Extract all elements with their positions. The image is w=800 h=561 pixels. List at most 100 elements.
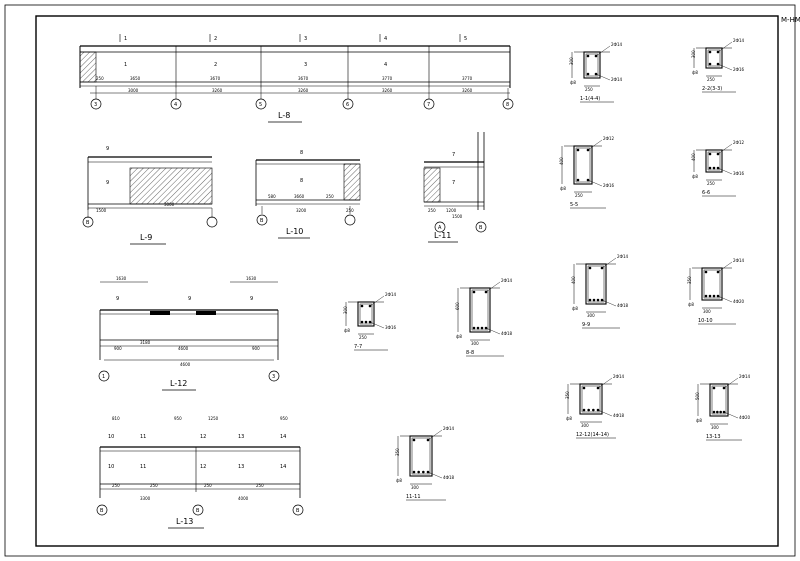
section-width: 300	[711, 425, 719, 430]
section-height: 350	[687, 276, 692, 284]
top-bar	[582, 386, 586, 390]
sections-layer: 3002502Ф142Ф14ф81-1(4-4)3002502Ф142Ф16ф8…	[343, 38, 751, 501]
l13-label-1: 10	[108, 434, 114, 440]
bottom-bar	[704, 294, 708, 298]
section-width: 300	[703, 309, 711, 314]
l11-label-2: 7	[452, 180, 455, 186]
l12-label-2: 9	[188, 296, 191, 302]
bottom-rebar-label: 2Ф14	[611, 77, 623, 82]
bottom-bar	[712, 166, 716, 170]
section-width: 250	[585, 87, 593, 92]
top-bar	[704, 270, 708, 274]
bottom-rebar-label: 3Ф16	[385, 325, 397, 330]
top-bar	[712, 386, 716, 390]
l13-label-3: 12	[200, 434, 206, 440]
l11-dim-1: 250	[428, 208, 436, 213]
inner-frame	[35, 15, 779, 547]
section-title: 10-10	[698, 318, 713, 324]
bottom-bar	[417, 470, 420, 474]
section-title: 12-12(14-14)	[576, 432, 609, 438]
bottom-bar	[712, 294, 716, 298]
l11-dim-2: 1200	[446, 208, 457, 213]
top-rebar-label: 2Ф14	[611, 42, 623, 47]
stirrup-label: ф8	[456, 334, 462, 339]
l8-subdim-2: 3650	[130, 76, 141, 81]
section-height: 400	[571, 276, 576, 284]
l13-label-10: 14	[280, 464, 286, 470]
l13-axis-b3: B	[296, 508, 300, 514]
beam-l13: 810 950 1250 950 10 11 12 13 14 10 11 12…	[96, 416, 304, 529]
bottom-bar	[364, 320, 368, 324]
section-width: 300	[581, 423, 589, 428]
bottom-bar	[708, 62, 712, 66]
l8-label-5: 5	[464, 36, 467, 42]
l9-title: L-9	[140, 233, 152, 242]
top-bar	[588, 266, 592, 270]
l12-topdim-1: 1630	[116, 276, 127, 281]
bottom-rebar-label: 2Ф16	[603, 183, 615, 188]
l8-axis-7: 7	[427, 102, 430, 108]
top-rebar-label: 2Ф12	[603, 136, 615, 141]
l9-label-2: 9	[106, 180, 109, 186]
l8-axis-6: 6	[346, 102, 349, 108]
top-bar	[708, 152, 712, 156]
bottom-bar	[422, 470, 425, 474]
bottom-rebar-label: 4Ф20	[739, 415, 751, 420]
top-rebar-label: 2Ф14	[443, 426, 455, 431]
sheet-code: M-HM	[781, 16, 800, 24]
stirrup-label: ф8	[570, 80, 576, 85]
l13-topdim-3: 1250	[208, 416, 219, 421]
l12-label-1: 9	[116, 296, 119, 302]
stirrup-label: ф8	[560, 186, 566, 191]
l9-label-1: 9	[106, 146, 109, 152]
bottom-rebar-label: 4Ф18	[613, 413, 625, 418]
l13-dim-4: 250	[150, 483, 158, 488]
l12-axis-1: 1	[102, 374, 105, 380]
section-height: 350	[565, 391, 570, 399]
section-height: 300	[569, 57, 574, 65]
l8-span-5: 3260	[462, 88, 473, 93]
l13-label-9: 13	[238, 464, 244, 470]
section-height: 500	[695, 392, 700, 400]
l13-label-2: 11	[140, 434, 146, 440]
bottom-bar	[586, 72, 590, 76]
l13-label-6: 10	[108, 464, 114, 470]
section-width: 300	[471, 341, 479, 346]
l8-axis-5: 5	[259, 102, 262, 108]
section-height: 400	[691, 153, 696, 161]
stirrup-label: ф8	[396, 478, 402, 483]
l8-label-1: 1	[124, 36, 127, 42]
l13-label-7: 11	[140, 464, 146, 470]
beam-l9: 9 9 1500 3000 B L-9	[82, 146, 218, 245]
l9-axis-b: B	[86, 220, 90, 226]
section-height: 300	[343, 306, 348, 314]
l13-dim-2: 4000	[238, 496, 249, 501]
l13-title: L-13	[176, 517, 193, 526]
bottom-bar	[582, 408, 586, 412]
l10-dim-1: 3200	[296, 208, 307, 213]
beam-l11: 7 7 250 1200 1500 A B L-11	[423, 132, 487, 243]
bottom-bar	[712, 410, 716, 414]
bottom-bar	[719, 410, 722, 414]
l13-topdim-1: 810	[112, 416, 120, 421]
l10-dim-5: 250	[326, 194, 334, 199]
l8-title: L-8	[278, 111, 290, 120]
l10-label-2: 8	[300, 178, 303, 184]
l10-axis-b: B	[260, 218, 264, 224]
l12-dim-5: 900	[252, 346, 260, 351]
top-rebar-label: 2Ф14	[385, 292, 397, 297]
stirrup-label: ф8	[696, 418, 702, 423]
l8-label-9: 4	[384, 62, 387, 68]
bottom-bar	[596, 298, 600, 302]
stirrup-label: ф8	[692, 174, 698, 179]
bottom-bar	[708, 166, 712, 170]
l8-span-2: 3260	[212, 88, 223, 93]
top-rebar-label: 2Ф14	[617, 254, 629, 259]
section-width: 300	[411, 485, 419, 490]
l11-axis-b: B	[479, 225, 483, 231]
